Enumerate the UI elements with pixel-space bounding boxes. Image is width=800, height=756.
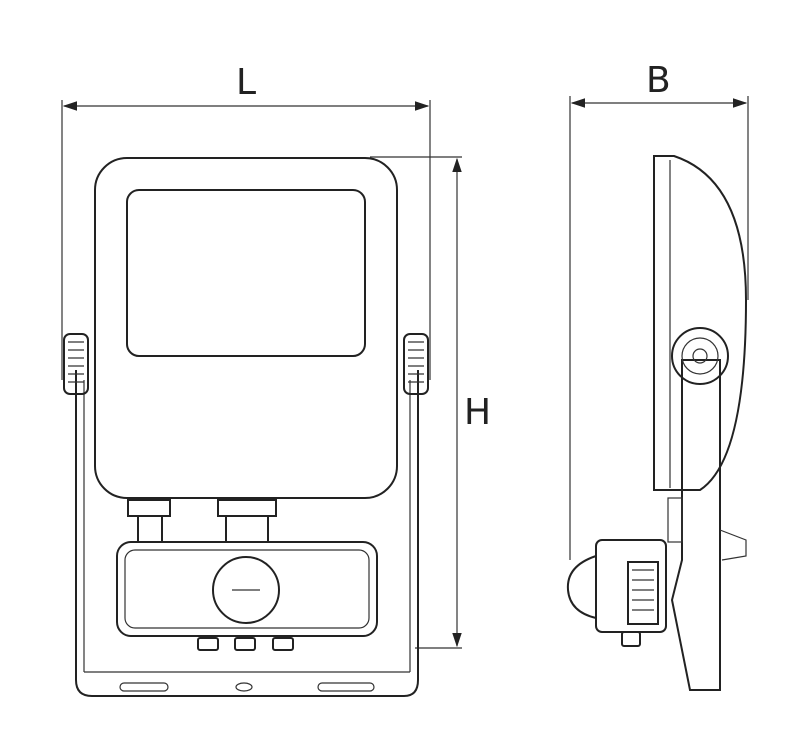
mounting-bracket (75, 370, 419, 697)
motion-sensor-housing (116, 541, 378, 637)
front-view (63, 157, 429, 697)
bracket-slot-right (317, 682, 375, 692)
housing-side (653, 155, 748, 491)
width-dimension: B (569, 60, 749, 560)
sensor-adjust-panel (627, 561, 659, 625)
hinge-knob-left (63, 333, 89, 395)
sensor-adjusters (197, 637, 294, 651)
length-label: L (236, 62, 256, 103)
bracket-hole (235, 682, 253, 692)
hinge-knob-side (671, 327, 729, 385)
sensor-lens-side (566, 555, 597, 619)
cable-gland-left (127, 499, 171, 517)
side-view (566, 155, 748, 691)
hinge-knob-right (403, 333, 429, 395)
width-label: B (646, 60, 671, 101)
bracket-slot-left (119, 682, 169, 692)
sensor-side (595, 539, 667, 633)
height-dimension: H (370, 156, 491, 649)
cable-gland-center (217, 499, 277, 517)
bracket-side (670, 359, 721, 691)
length-dimension: L (61, 62, 431, 380)
pir-sensor-lens (212, 556, 280, 624)
height-label: H (464, 392, 491, 433)
led-window (126, 189, 366, 357)
housing (94, 157, 398, 499)
